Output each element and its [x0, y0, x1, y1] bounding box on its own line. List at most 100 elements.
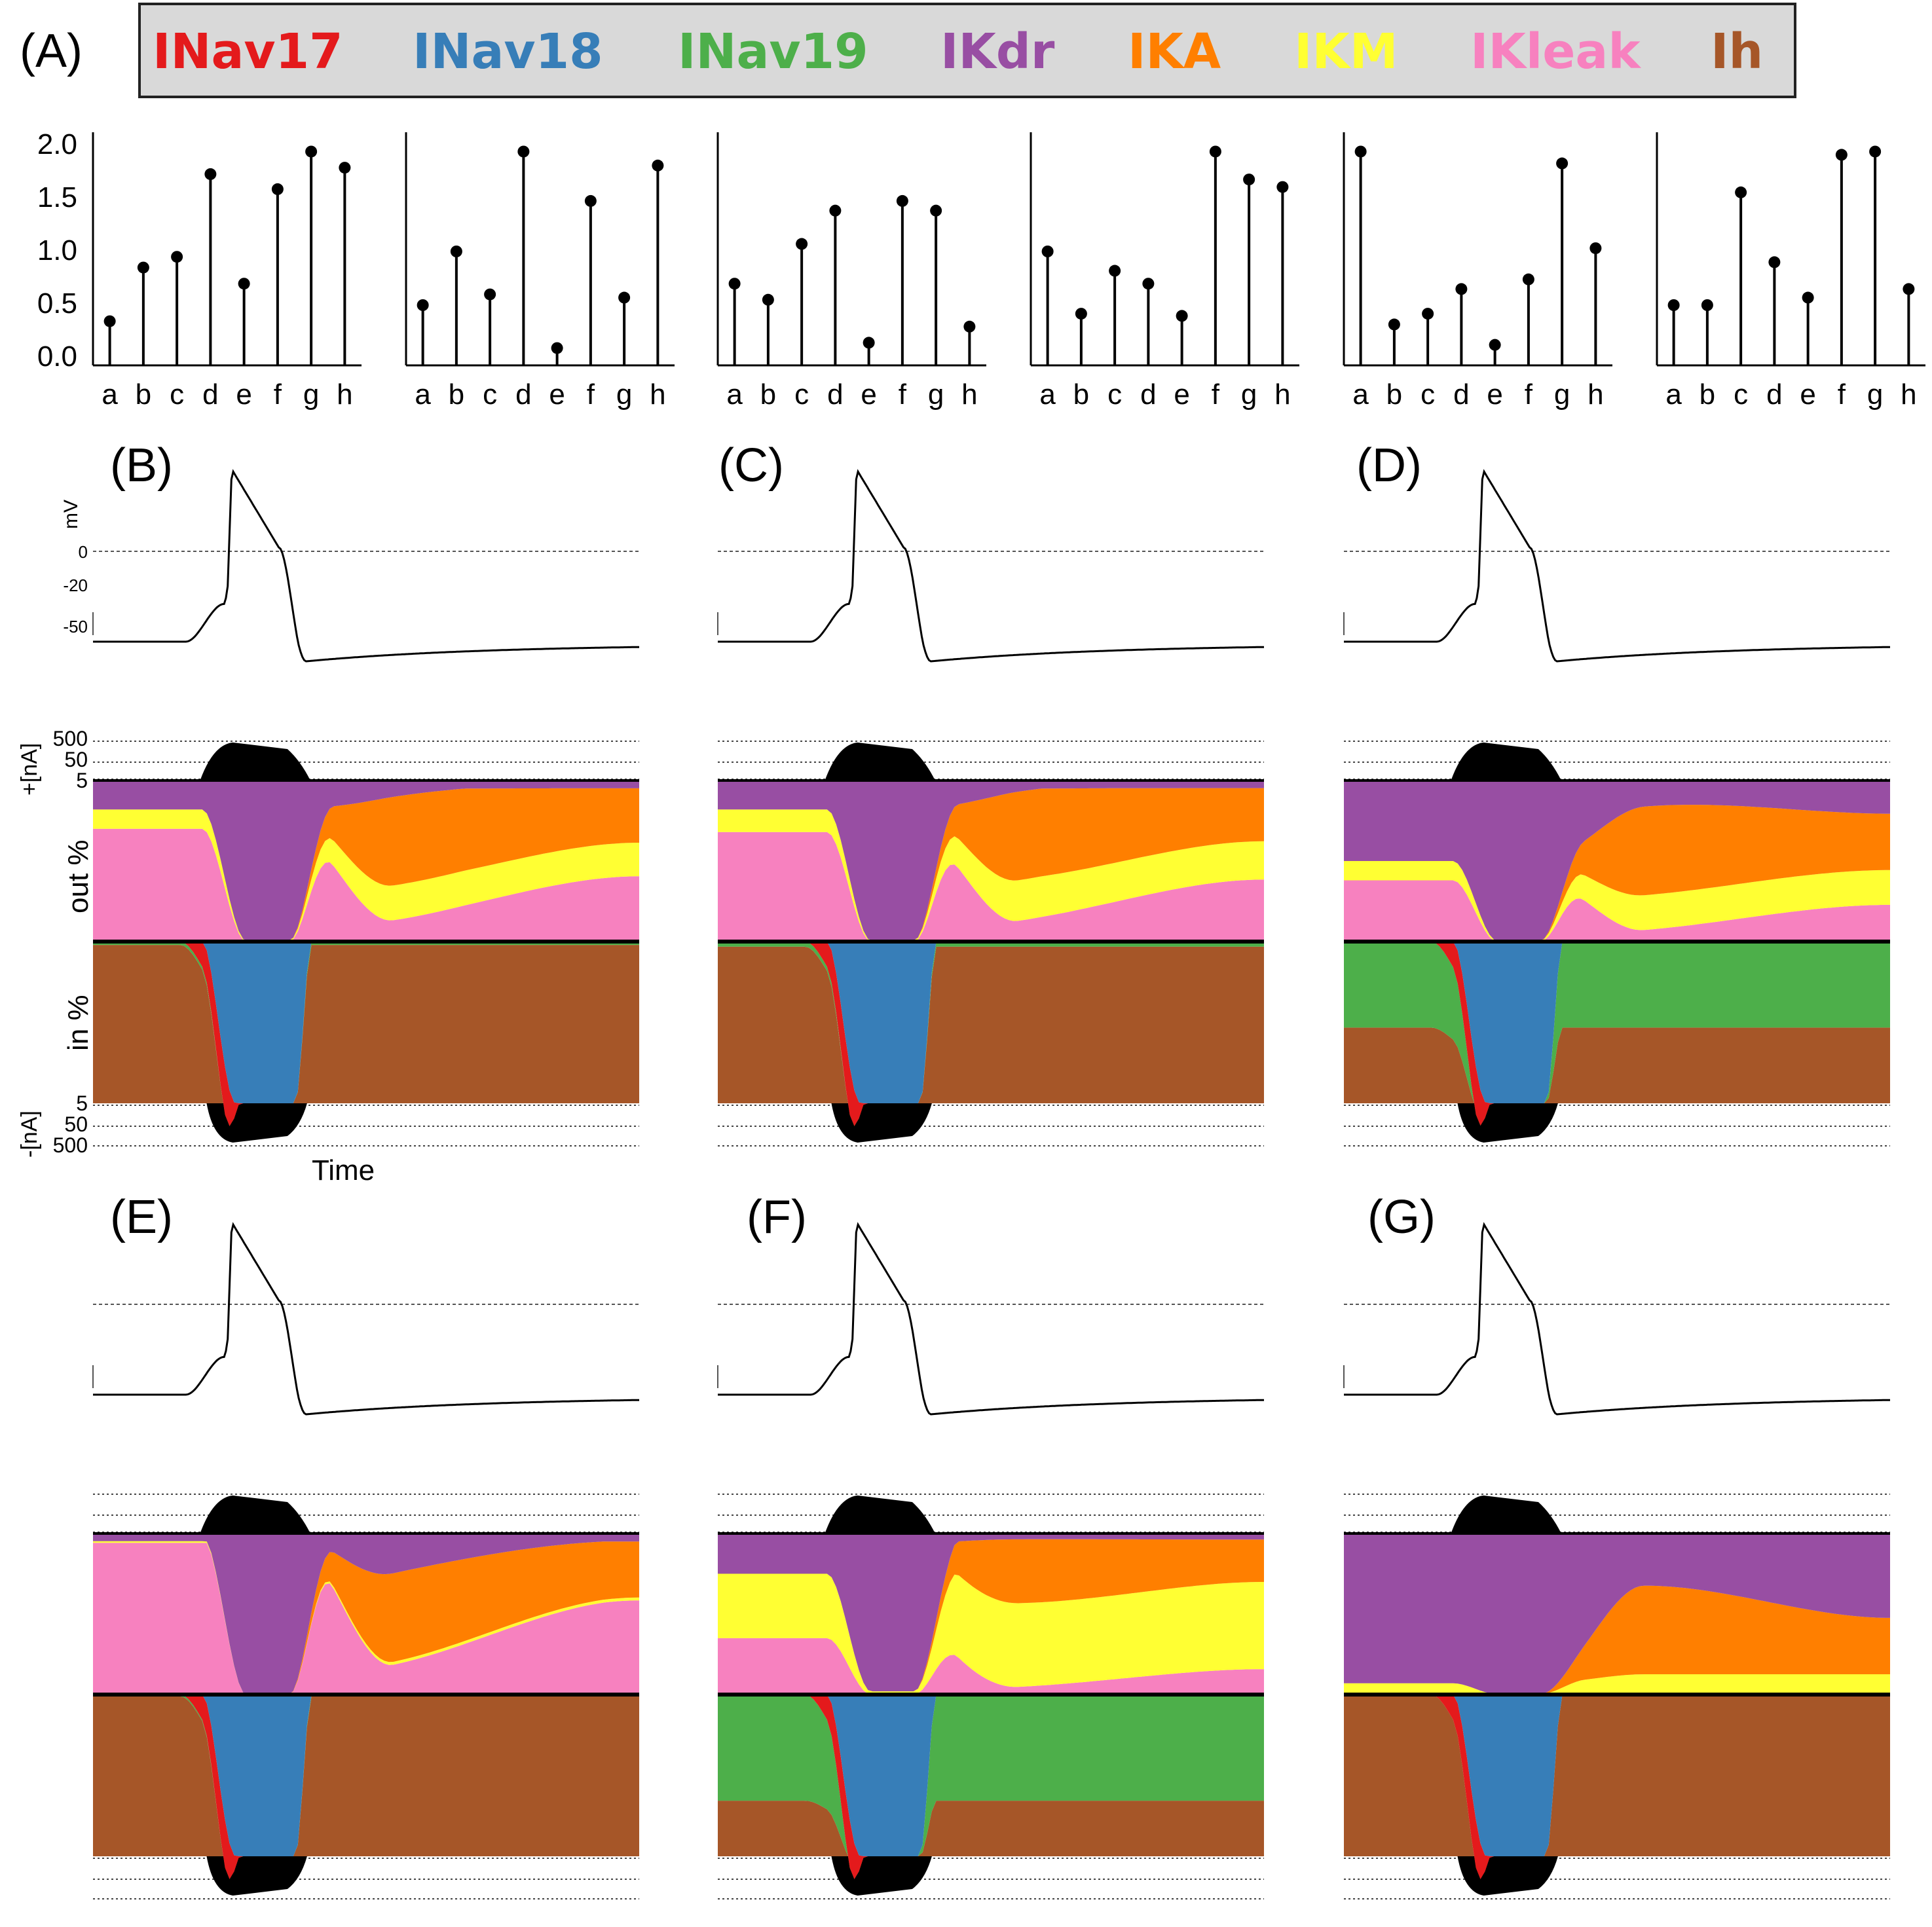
- lollipop-point: [171, 251, 183, 263]
- lollipop-point: [204, 168, 217, 180]
- voltage-trace: [1344, 469, 1890, 663]
- current-tick-500-bottom: 500: [53, 1133, 88, 1157]
- lollipop-point: [1209, 145, 1221, 158]
- x-tick-label: g: [928, 378, 944, 411]
- lollipop-point: [1354, 145, 1367, 158]
- lollipop-point: [137, 261, 149, 274]
- x-tick-label: e: [236, 378, 251, 411]
- lollipop-point: [896, 194, 908, 207]
- lollipop-point: [1176, 310, 1188, 322]
- lollipop-point: [1276, 181, 1289, 193]
- lollipop-point: [1109, 265, 1121, 277]
- legend-entry-ikdr: IKdr: [940, 24, 1055, 80]
- lollipop-point: [618, 291, 631, 304]
- area-ika: [93, 1541, 639, 1695]
- area-inav18: [93, 942, 639, 1103]
- inward-current-magnitude: [831, 1856, 932, 1896]
- panel-d: [1343, 469, 1890, 1147]
- lollipop-point: [238, 278, 250, 290]
- x-tick-label: g: [1554, 378, 1570, 411]
- ytick-label: 2.0: [37, 128, 77, 160]
- x-tick-label: a: [415, 378, 431, 411]
- area-ikleak: [1344, 880, 1890, 942]
- area-ikdr: [1344, 1533, 1890, 1695]
- x-tick-label: b: [760, 378, 776, 411]
- area-ikleak: [93, 828, 639, 942]
- outward-current-magnitude: [1451, 743, 1561, 780]
- area-ikleak: [718, 832, 1264, 942]
- panel-label-A: (A): [20, 25, 83, 77]
- lollipop-point: [1243, 174, 1255, 186]
- voltage-trace: [718, 469, 1264, 663]
- out-percent-label: out %: [62, 839, 94, 913]
- outward-current-magnitude: [825, 743, 935, 780]
- x-tick-label: c: [1734, 378, 1748, 411]
- x-tick-label: d: [827, 378, 843, 411]
- panel-label-F: (F): [747, 1191, 807, 1243]
- current-tick-500-top: 500: [53, 727, 88, 750]
- x-tick-label: f: [587, 378, 595, 411]
- x-tick-label: a: [102, 378, 118, 411]
- current-in-label: -[nA]: [17, 1110, 42, 1158]
- lollipop-point: [1075, 308, 1087, 320]
- lollipop-point: [1667, 299, 1680, 311]
- x-tick-label: a: [1039, 378, 1056, 411]
- x-tick-label: f: [274, 378, 282, 411]
- x-tick-label: b: [1700, 378, 1715, 411]
- legend-entry-inav19: INav19: [678, 24, 868, 80]
- lollipop-point: [339, 162, 351, 174]
- area-ikdr: [718, 780, 1264, 941]
- ytick-label: 1.5: [37, 181, 77, 213]
- lollipop-point: [450, 246, 462, 257]
- area-inav18: [718, 942, 1264, 1103]
- lollipop-point: [551, 342, 563, 354]
- area-ikleak: [93, 1543, 639, 1695]
- voltage-tick-20: -20: [63, 576, 88, 595]
- current-tick-5-bottom: 5: [76, 1092, 88, 1115]
- x-tick-label: g: [616, 378, 632, 411]
- area-ikdr: [93, 780, 639, 941]
- panel-b: [92, 469, 639, 1147]
- x-tick-label: h: [961, 378, 977, 411]
- legend-entry-ikleak: IKleak: [1470, 24, 1641, 80]
- lollipop-point: [1041, 246, 1054, 257]
- time-label: Time: [312, 1154, 375, 1186]
- lollipop-point: [762, 293, 774, 306]
- lollipop-point: [1142, 278, 1155, 290]
- x-tick-label: d: [1453, 378, 1469, 411]
- voltage-trace: [93, 1222, 639, 1416]
- area-ika: [1344, 1585, 1890, 1695]
- x-tick-label: a: [726, 378, 743, 411]
- legend-entry-inav17: INav17: [153, 24, 343, 80]
- x-tick-label: a: [1665, 378, 1682, 411]
- inward-current-magnitude: [831, 1103, 932, 1143]
- voltage-tick-0: 0: [79, 542, 88, 562]
- lollipop-point: [271, 183, 284, 195]
- lollipop-point: [584, 194, 597, 207]
- voltage-unit-label: mV: [60, 500, 82, 529]
- area-ih: [93, 1696, 639, 1879]
- area-ikdr: [1344, 780, 1890, 941]
- x-tick-label: g: [303, 378, 319, 411]
- lollipop-point: [1489, 339, 1501, 351]
- x-tick-label: d: [202, 378, 218, 411]
- voltage-trace: [93, 469, 639, 663]
- voltage-tick-50: -50: [63, 617, 88, 636]
- area-ih: [1344, 1695, 1890, 1879]
- x-tick-label: f: [899, 378, 907, 411]
- panel-f: [717, 1222, 1264, 1899]
- area-ih: [93, 945, 639, 1126]
- area-inav19: [1344, 942, 1890, 1126]
- x-tick-label: h: [650, 378, 665, 411]
- area-ikm: [718, 1573, 1264, 1695]
- lollipop-point: [103, 315, 116, 327]
- lollipop-point: [829, 204, 842, 217]
- ytick-label: 0.0: [37, 340, 77, 373]
- x-tick-label: f: [1212, 378, 1220, 411]
